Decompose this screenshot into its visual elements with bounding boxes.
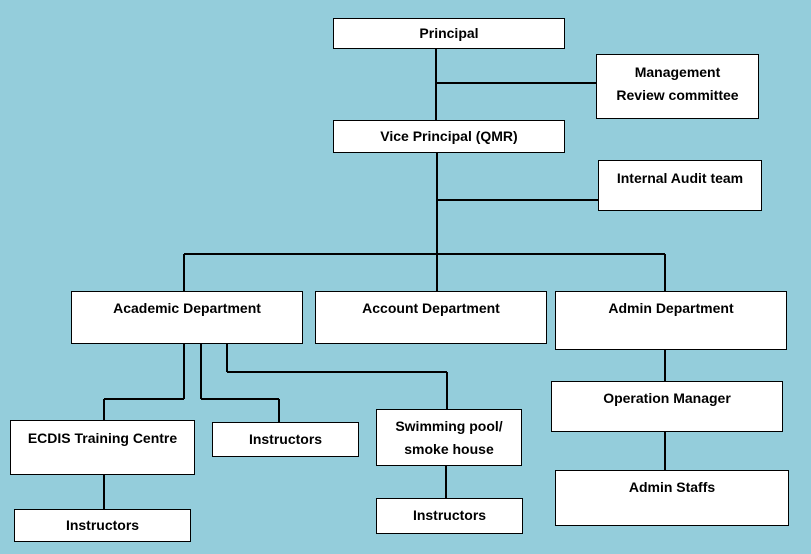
management-review-label-line2: Review committee (616, 87, 739, 103)
admin-department-label: Admin Department (608, 300, 734, 316)
instructors-academic-box: Instructors (212, 422, 359, 457)
instructors-swimming-label: Instructors (412, 507, 487, 523)
academic-department-box: Academic Department (71, 291, 303, 344)
account-department-label: Account Department (362, 300, 500, 316)
swimming-pool-label-line2: smoke house (404, 441, 494, 457)
principal-box: Principal (333, 18, 565, 49)
instructors-academic-label: Instructors (248, 431, 323, 447)
academic-department-label: Academic Department (113, 300, 261, 316)
management-review-box: Management Review committee (596, 54, 759, 119)
internal-audit-label: Internal Audit team (616, 170, 744, 186)
swimming-pool-label-line1: Swimming pool/ (395, 418, 503, 434)
instructors-swimming-box: Instructors (376, 498, 523, 534)
ecdis-training-centre-box: ECDIS Training Centre (10, 420, 195, 475)
internal-audit-box: Internal Audit team (598, 160, 762, 211)
management-review-label-line1: Management (634, 64, 721, 80)
swimming-pool-box: Swimming pool/ smoke house (376, 409, 522, 466)
ecdis-training-centre-label: ECDIS Training Centre (27, 430, 178, 446)
instructors-ecdis-label: Instructors (65, 517, 140, 533)
admin-department-box: Admin Department (555, 291, 787, 350)
principal-label: Principal (419, 25, 479, 41)
vice-principal-label: Vice Principal (QMR) (380, 128, 518, 144)
account-department-box: Account Department (315, 291, 547, 344)
instructors-ecdis-box: Instructors (14, 509, 191, 542)
operation-manager-box: Operation Manager (551, 381, 783, 432)
vice-principal-box: Vice Principal (QMR) (333, 120, 565, 153)
admin-staffs-box: Admin Staffs (555, 470, 789, 526)
operation-manager-label: Operation Manager (603, 390, 731, 406)
admin-staffs-label: Admin Staffs (628, 479, 716, 495)
